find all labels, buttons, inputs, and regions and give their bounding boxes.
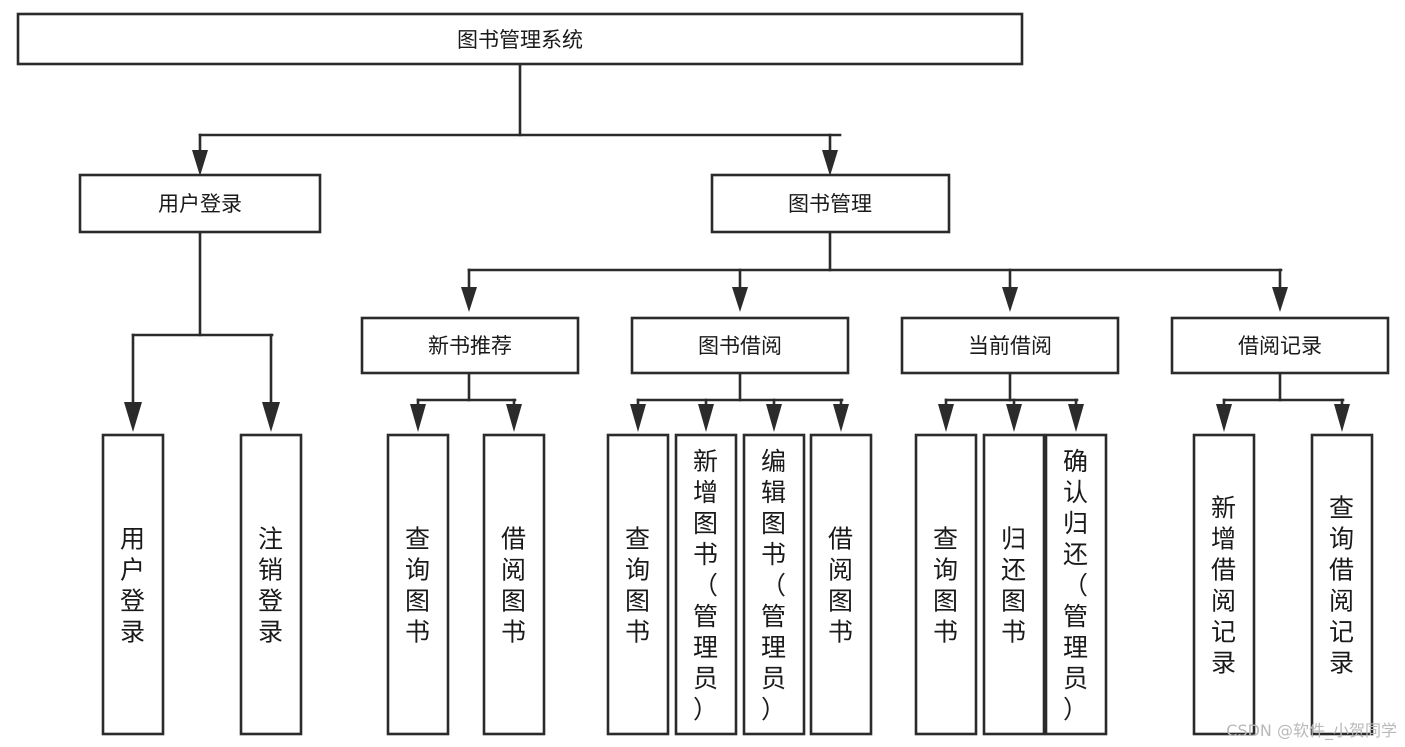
connector-book-borrow-to-leaves (630, 371, 849, 432)
leaf-edit-book-admin-label: 编辑图书（管理员） (761, 447, 787, 724)
leaf-borrow-book-2[interactable]: 借阅图书 (809, 433, 873, 736)
connector-book-management-to-level3 (461, 230, 1288, 312)
leaf-query-book-3[interactable]: 查询图书 (914, 433, 978, 736)
leaf-edit-book-admin[interactable]: 编辑图书（管理员） (742, 433, 806, 736)
leaf-query-borrow-record[interactable]: 查询借阅记录 (1310, 433, 1374, 736)
node-book-management-label: 图书管理 (788, 192, 872, 216)
leaf-confirm-return-admin[interactable]: 确认归还（管理员） (1044, 433, 1108, 736)
connector-new-book-recommend-to-leaves (410, 371, 522, 432)
leaf-query-book-2-label: 查询图书 (625, 525, 651, 647)
leaf-user-logout[interactable]: 注销登录 (239, 433, 303, 736)
leaf-add-borrow-record[interactable]: 新增借阅记录 (1192, 433, 1256, 736)
leaf-confirm-return-admin-label: 确认归还（管理员） (1063, 447, 1089, 724)
node-current-borrow[interactable]: 当前借阅 (900, 316, 1120, 375)
connector-borrow-record-to-leaves (1216, 371, 1350, 432)
csdn-watermark: CSDN @软件_小贺同学 (1226, 721, 1397, 740)
leaf-borrow-book-1[interactable]: 借阅图书 (482, 433, 546, 736)
node-root-label: 图书管理系统 (457, 28, 583, 52)
node-user-login-label: 用户登录 (158, 192, 242, 216)
leaf-return-book[interactable]: 归还图书 (982, 433, 1046, 736)
node-borrow-record-label: 借阅记录 (1238, 334, 1322, 358)
leaf-user-logout-label: 注销登录 (258, 525, 284, 647)
node-book-management[interactable]: 图书管理 (710, 173, 951, 234)
leaf-query-book-2[interactable]: 查询图书 (606, 433, 670, 736)
leaf-add-book-admin[interactable]: 新增图书（管理员） (674, 433, 738, 736)
node-root[interactable]: 图书管理系统 (16, 12, 1024, 66)
leaf-add-borrow-record-label: 新增借阅记录 (1211, 494, 1237, 678)
connector-current-borrow-to-leaves (938, 371, 1084, 432)
node-borrow-record[interactable]: 借阅记录 (1170, 316, 1390, 375)
leaf-user-login[interactable]: 用户登录 (101, 433, 165, 736)
node-user-login[interactable]: 用户登录 (78, 173, 322, 234)
leaf-add-book-admin-label: 新增图书（管理员） (693, 447, 719, 724)
node-new-book-recommend-label: 新书推荐 (428, 334, 512, 358)
leaf-borrow-book-1-label: 借阅图书 (501, 525, 527, 647)
connector-root-to-level2 (192, 62, 842, 176)
leaf-query-book-3-label: 查询图书 (933, 525, 959, 647)
leaf-borrow-book-2-label: 借阅图书 (828, 525, 854, 647)
connector-user-login-to-leaves (124, 230, 280, 432)
leaf-user-login-label: 用户登录 (120, 525, 146, 647)
leaf-return-book-label: 归还图书 (1001, 525, 1027, 647)
leaf-query-borrow-record-label: 查询借阅记录 (1329, 494, 1355, 678)
node-book-borrow[interactable]: 图书借阅 (630, 316, 850, 375)
leaf-query-book-1[interactable]: 查询图书 (386, 433, 450, 736)
node-new-book-recommend[interactable]: 新书推荐 (360, 316, 580, 375)
node-book-borrow-label: 图书借阅 (698, 334, 782, 358)
node-current-borrow-label: 当前借阅 (968, 334, 1052, 358)
leaf-query-book-1-label: 查询图书 (405, 525, 431, 647)
